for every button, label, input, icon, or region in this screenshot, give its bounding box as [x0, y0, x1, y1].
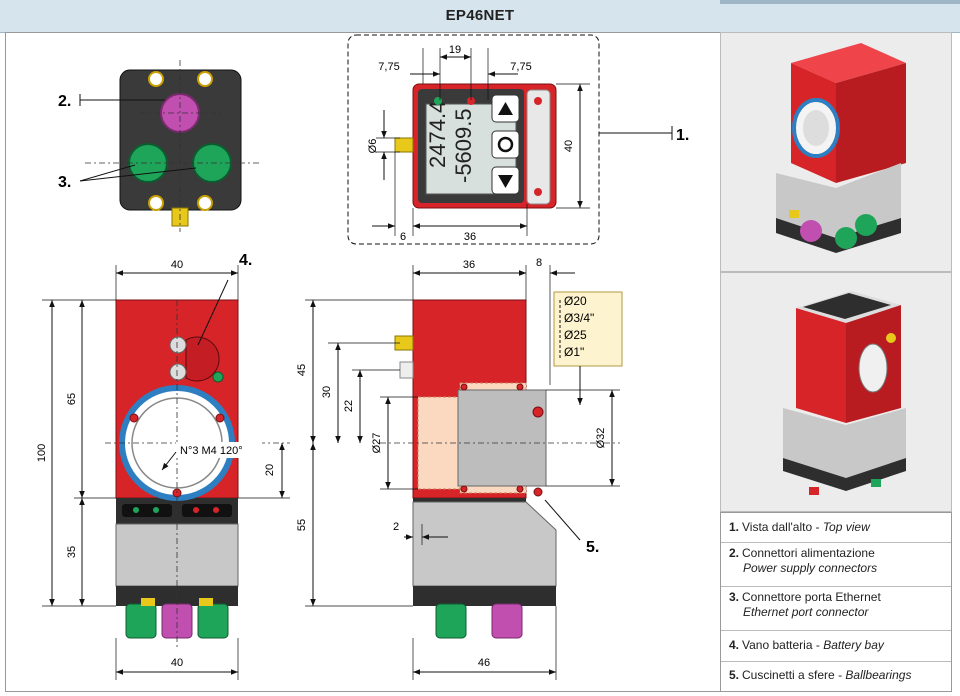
dim-side-8: 8 — [536, 257, 542, 269]
dim-side-55: 55 — [296, 519, 308, 531]
display-line-1: -5609.5 — [451, 108, 476, 183]
shaft-size-1: Ø20 — [564, 294, 587, 308]
legend-item-5: 5.Cuscinetti a sfere - Ballbearings — [729, 668, 912, 682]
dim-top-40: 40 — [563, 140, 575, 152]
dim-front-width-top: 40 — [171, 259, 183, 271]
shaft-size-note — [553, 291, 623, 367]
dim-front-20: 20 — [264, 464, 276, 476]
side-view: 36 8 46 45 55 30 22 Ø27 Ø32 2 Ø20 Ø3 — [296, 257, 623, 680]
ok-button — [491, 130, 520, 159]
dim-top-775-right: 7,75 — [510, 61, 531, 73]
front-holes-note: N°3 M4 120° — [180, 445, 243, 457]
ethernet-connector-left — [128, 143, 168, 183]
dim-top-6: 6 — [400, 231, 406, 243]
legend-item-4: 4.Vano batteria - Battery bay — [721, 631, 951, 662]
dim-front-width-bottom: 40 — [171, 657, 183, 669]
dim-side-36: 36 — [463, 259, 475, 271]
dim-front-65: 65 — [66, 393, 78, 405]
shaft-size-3: Ø25 — [564, 328, 587, 342]
dim-top-6-dia: Ø6 — [367, 139, 379, 154]
top-view: -5609.5 2474.4 19 7,75 7,75 40 Ø6 — [347, 34, 689, 245]
product-photo-top — [720, 32, 952, 272]
dim-side-45: 45 — [296, 364, 308, 376]
shaft-size-4: Ø1" — [564, 345, 584, 359]
front-view: 40 40 100 65 35 20 N°3 M4 120° 4. — [36, 252, 290, 680]
dim-side-2: 2 — [393, 521, 399, 533]
technical-drawing: 2. 3. -5609.5 2474.4 19 7,75 7,75 — [36, 34, 689, 680]
header-bar: EP46NET — [0, 0, 960, 33]
dim-top-775-left: 7,75 — [378, 61, 399, 73]
dim-front-35: 35 — [66, 546, 78, 558]
dim-side-27: Ø27 — [371, 433, 383, 454]
callout-4: 4. — [239, 252, 252, 269]
dim-top-36: 36 — [464, 231, 476, 243]
callout-5: 5. — [586, 539, 599, 556]
product-photo-bottom — [720, 272, 952, 512]
dim-side-30: 30 — [321, 386, 333, 398]
legend-item-1: 1.Vista dall'alto - Top view — [721, 513, 951, 543]
dim-top-19: 19 — [449, 44, 461, 56]
shaft-size-2: Ø3/4" — [564, 311, 594, 325]
display-line-2: 2474.4 — [425, 101, 450, 168]
dim-side-32: Ø32 — [595, 428, 607, 449]
dim-side-46: 46 — [478, 657, 490, 669]
callout-1: 1. — [676, 127, 689, 144]
header-tab-accent — [720, 0, 960, 4]
callout-3: 3. — [58, 174, 71, 191]
dim-side-22: 22 — [343, 400, 355, 412]
dim-front-100: 100 — [36, 444, 48, 462]
legend-panel: 1.Vista dall'alto - Top view 2.Connettor… — [720, 512, 952, 692]
connector-bottom-view: 2. 3. — [58, 60, 262, 232]
page-title: EP46NET — [445, 7, 515, 24]
callout-2: 2. — [58, 93, 71, 110]
